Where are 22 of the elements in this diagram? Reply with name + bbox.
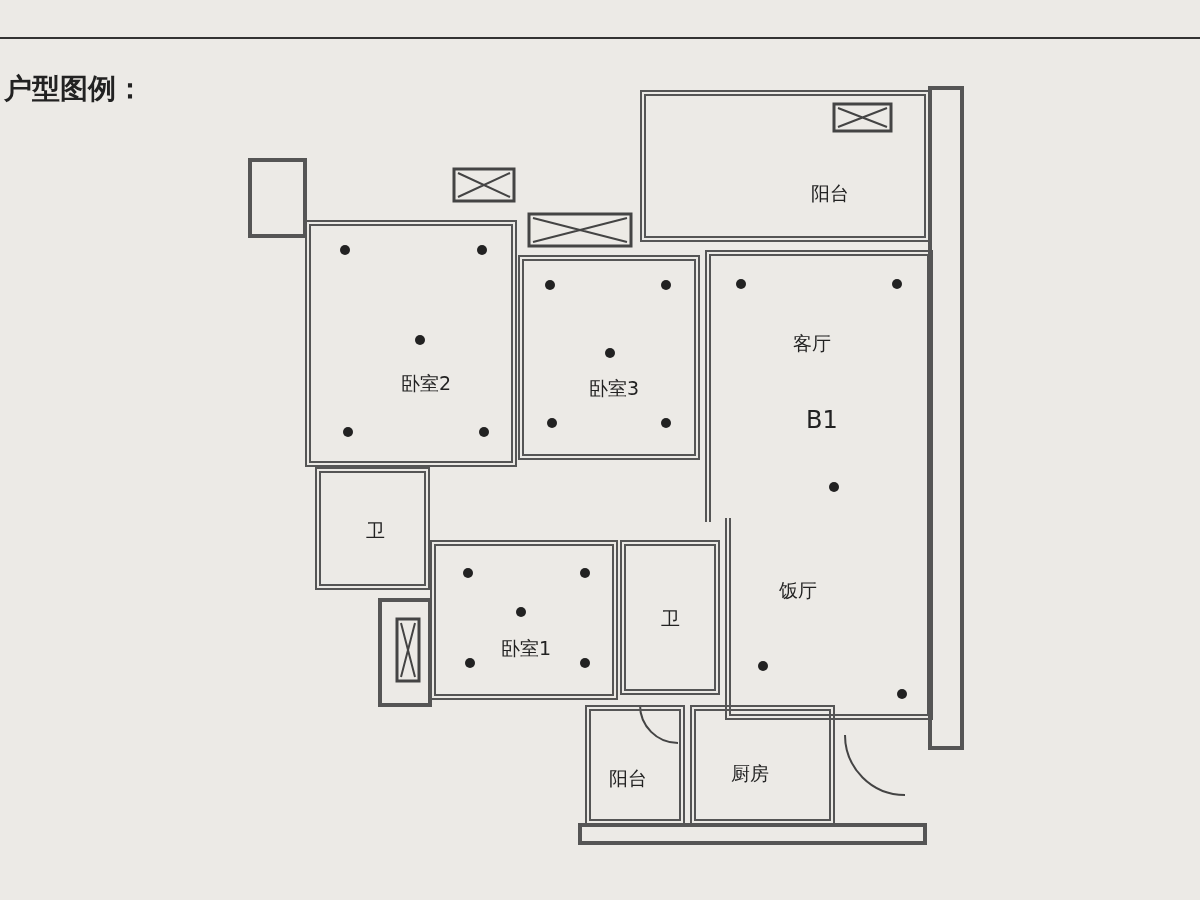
unit-code: B1 (806, 406, 838, 434)
room-outline (305, 220, 517, 467)
room-name: 卧室2 (401, 371, 452, 396)
room-name: 阳台 (811, 181, 849, 206)
room-outline (315, 467, 430, 590)
room-name: 阳台 (609, 766, 647, 791)
room-outline (640, 90, 930, 242)
room-outline (585, 705, 685, 825)
room-outline (725, 518, 933, 720)
room-outline (620, 540, 720, 695)
room-outline (690, 705, 835, 825)
room-name: 卧室3 (589, 376, 640, 401)
room-outline (430, 540, 618, 700)
room-name: 厨房 (731, 761, 769, 786)
room-outline (518, 255, 700, 460)
room-name: 卧室1 (501, 636, 552, 661)
room-outline (705, 250, 933, 522)
room-name: 饭厅 (779, 578, 817, 603)
room-name: 卫 (366, 518, 385, 543)
room-name: 客厅 (793, 331, 831, 356)
room-name: 卫 (661, 606, 680, 631)
plan-title: 户型图例： (4, 71, 144, 107)
